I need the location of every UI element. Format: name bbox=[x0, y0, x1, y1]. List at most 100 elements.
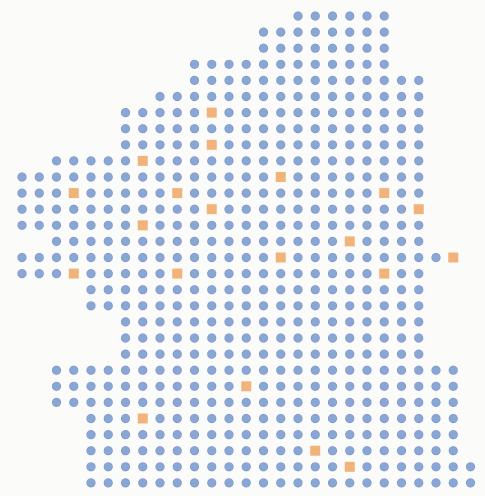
grid-dot bbox=[293, 75, 303, 85]
grid-dot bbox=[310, 365, 320, 375]
grid-dot bbox=[258, 252, 269, 263]
grid-dot bbox=[431, 446, 441, 456]
grid-dot bbox=[345, 107, 355, 118]
grid-dot bbox=[224, 107, 234, 118]
grid-dot bbox=[327, 285, 338, 295]
grid-dot bbox=[276, 430, 286, 440]
grid-dot bbox=[362, 220, 372, 230]
grid-dot bbox=[414, 413, 424, 424]
grid-dot bbox=[155, 124, 165, 134]
grid-dot bbox=[345, 11, 355, 21]
grid-dot bbox=[69, 365, 79, 375]
grid-dot bbox=[345, 140, 355, 150]
grid-dot bbox=[103, 397, 113, 408]
grid-dot bbox=[258, 236, 269, 246]
grid-dot bbox=[379, 252, 389, 263]
grid-dot bbox=[241, 397, 251, 408]
grid-dot bbox=[379, 236, 389, 246]
grid-dot bbox=[120, 156, 131, 166]
grid-dot bbox=[362, 397, 372, 408]
grid-dot bbox=[362, 43, 372, 53]
grid-dot bbox=[207, 269, 217, 279]
grid-dot bbox=[155, 140, 165, 150]
grid-dot bbox=[362, 252, 372, 263]
grid-dot bbox=[103, 413, 113, 424]
highlight-square bbox=[206, 107, 217, 118]
grid-dot bbox=[103, 236, 113, 246]
grid-dot bbox=[258, 462, 269, 472]
grid-dot bbox=[258, 124, 269, 134]
grid-dot bbox=[345, 446, 355, 456]
grid-dot bbox=[310, 252, 320, 263]
grid-dot bbox=[414, 446, 424, 456]
grid-dot bbox=[379, 59, 389, 69]
grid-dot bbox=[276, 204, 286, 214]
grid-dot bbox=[207, 397, 217, 408]
grid-dot bbox=[17, 220, 27, 230]
grid-dot bbox=[241, 269, 251, 279]
grid-dot bbox=[207, 430, 217, 440]
grid-dot bbox=[310, 317, 320, 327]
grid-dot bbox=[379, 11, 389, 21]
grid-dot bbox=[207, 75, 217, 85]
grid-dot bbox=[189, 285, 200, 295]
grid-dot bbox=[379, 124, 389, 134]
grid-dot bbox=[362, 59, 372, 69]
grid-dot bbox=[207, 124, 217, 134]
grid-dot bbox=[345, 204, 355, 214]
grid-dot bbox=[51, 172, 62, 182]
grid-dot bbox=[379, 397, 389, 408]
grid-dot bbox=[258, 220, 269, 230]
highlight-square bbox=[344, 236, 355, 247]
grid-dot bbox=[120, 381, 131, 391]
grid-dot bbox=[224, 172, 234, 182]
grid-dot bbox=[207, 236, 217, 246]
grid-dot bbox=[120, 413, 131, 424]
grid-dot bbox=[431, 478, 441, 488]
grid-dot bbox=[17, 269, 27, 279]
grid-dot bbox=[327, 11, 338, 21]
grid-dot bbox=[138, 381, 148, 391]
grid-dot bbox=[310, 381, 320, 391]
grid-dot bbox=[414, 156, 424, 166]
grid-dot bbox=[327, 59, 338, 69]
highlight-square bbox=[172, 268, 183, 279]
grid-dot bbox=[345, 285, 355, 295]
grid-dot bbox=[86, 204, 96, 214]
grid-dot bbox=[189, 124, 200, 134]
grid-dot bbox=[345, 124, 355, 134]
grid-dot bbox=[293, 252, 303, 263]
grid-dot bbox=[241, 333, 251, 343]
grid-dot bbox=[310, 236, 320, 246]
grid-dot bbox=[276, 462, 286, 472]
grid-dot bbox=[120, 220, 131, 230]
grid-dot bbox=[396, 397, 407, 408]
grid-dot bbox=[172, 349, 182, 359]
grid-dot bbox=[345, 59, 355, 69]
grid-dot bbox=[276, 124, 286, 134]
grid-dot bbox=[327, 381, 338, 391]
grid-dot bbox=[224, 140, 234, 150]
grid-dot bbox=[207, 252, 217, 263]
grid-dot bbox=[224, 381, 234, 391]
grid-dot bbox=[448, 413, 458, 424]
grid-dot bbox=[310, 11, 320, 21]
grid-dot bbox=[362, 413, 372, 424]
grid-dot bbox=[241, 75, 251, 85]
grid-dot bbox=[224, 301, 234, 311]
grid-dot bbox=[138, 301, 148, 311]
grid-dot bbox=[155, 156, 165, 166]
grid-dot bbox=[155, 381, 165, 391]
grid-dot bbox=[86, 172, 96, 182]
grid-dot bbox=[224, 188, 234, 198]
grid-dot bbox=[155, 462, 165, 472]
grid-dot bbox=[138, 107, 148, 118]
grid-dot bbox=[293, 397, 303, 408]
grid-dot bbox=[310, 413, 320, 424]
grid-dot bbox=[258, 204, 269, 214]
grid-dot bbox=[224, 333, 234, 343]
grid-dot bbox=[189, 204, 200, 214]
grid-dot bbox=[189, 397, 200, 408]
grid-dot bbox=[276, 365, 286, 375]
grid-dot bbox=[258, 365, 269, 375]
